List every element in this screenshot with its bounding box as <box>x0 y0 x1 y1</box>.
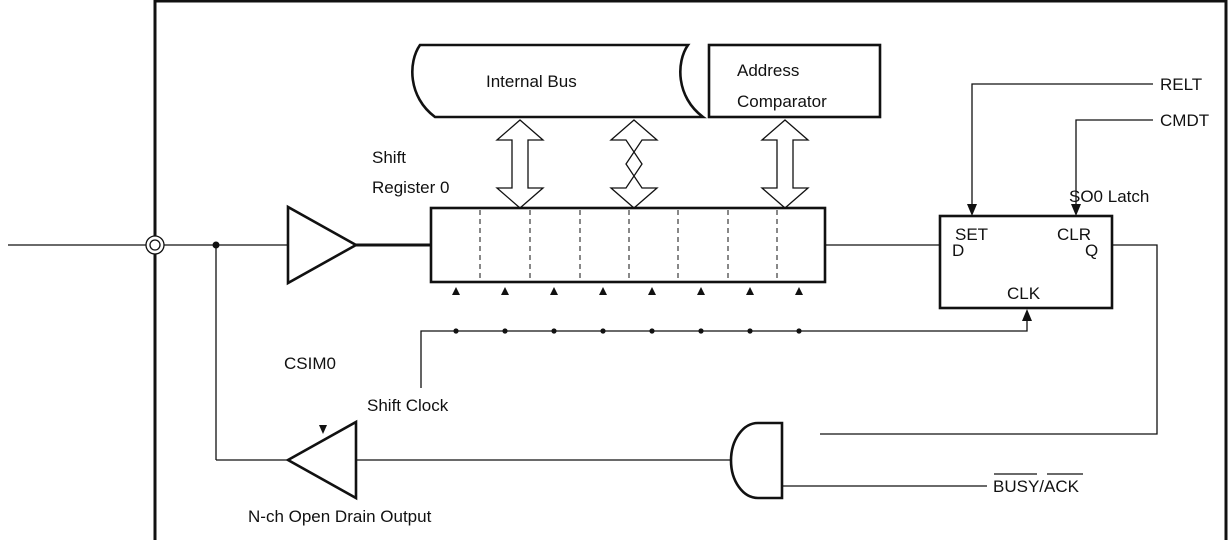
relt-label: RELT <box>1160 75 1202 94</box>
so0-latch-label: SO0 Latch <box>1069 187 1149 206</box>
shift-clock-line <box>420 320 1028 388</box>
and-gate <box>729 421 784 500</box>
latch-clk-label: CLK <box>1007 284 1041 303</box>
bus-arrow-left <box>495 119 545 209</box>
busy-ack-label: BUSY/ACK <box>993 477 1080 496</box>
bus-arrow-crossed <box>609 119 659 209</box>
cmdt-arrowhead <box>1071 204 1081 216</box>
output-buffer <box>285 419 358 501</box>
cmdt-line <box>1075 119 1153 205</box>
relt-line <box>971 83 1153 205</box>
latch-clr-label: CLR <box>1057 225 1091 244</box>
internal-bus-label: Internal Bus <box>486 72 577 91</box>
bus-arrow-right <box>760 119 810 209</box>
clk-arrowhead <box>1022 309 1032 321</box>
address-comparator-label-2: Comparator <box>737 92 827 111</box>
latch-d-label: D <box>952 241 964 260</box>
latch-q-label: Q <box>1085 241 1098 260</box>
shift-register <box>429 206 827 284</box>
input-buffer <box>286 204 359 286</box>
q-output-line <box>820 244 1158 435</box>
internal-bus <box>411 43 707 119</box>
so0-latch <box>938 214 1114 310</box>
clock-taps <box>453 328 802 334</box>
latch-set-label: SET <box>955 225 988 244</box>
clock-arrows <box>452 287 803 295</box>
output-enable-arrow <box>319 425 327 434</box>
address-comparator <box>707 43 882 119</box>
relt-arrowhead <box>967 204 977 216</box>
pin-terminal <box>145 235 165 255</box>
output-label: N-ch Open Drain Output <box>248 507 432 526</box>
shift-clock-label: Shift Clock <box>367 396 449 415</box>
address-comparator-label-1: Address <box>737 61 799 80</box>
shift-register-label-1: Shift <box>372 148 406 167</box>
shift-register-label-2: Register 0 <box>372 178 449 197</box>
csim0-label: CSIM0 <box>284 354 336 373</box>
chip-boundary <box>153 0 1228 540</box>
cmdt-label: CMDT <box>1160 111 1209 130</box>
